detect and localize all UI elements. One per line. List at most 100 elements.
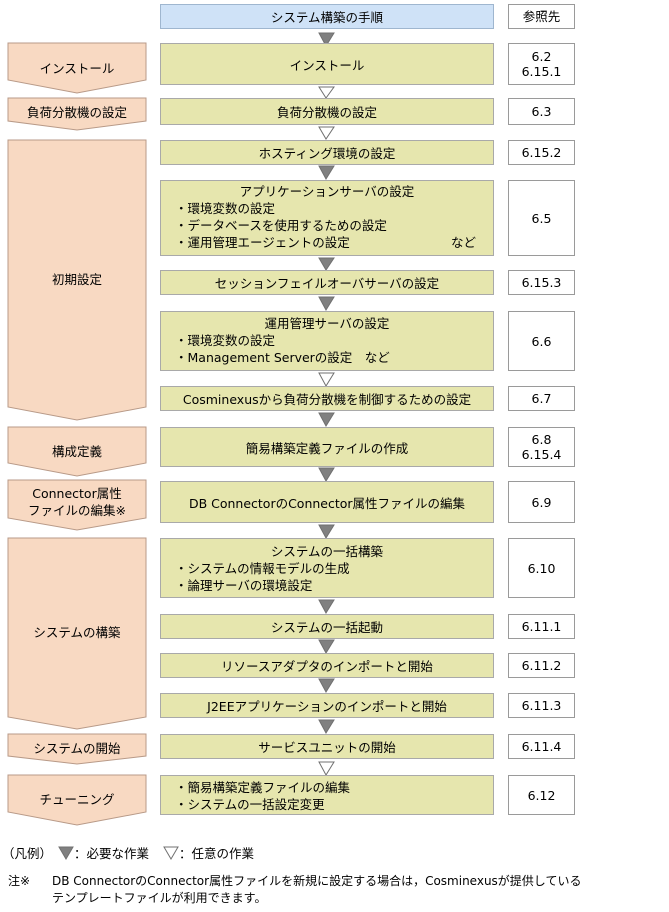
step-install-title: インストール	[289, 57, 365, 73]
phase-install-label: インストール	[8, 52, 146, 82]
phase-init-text: 初期設定	[51, 271, 102, 287]
procedure-title: システム構築の手順	[160, 4, 494, 29]
ref-bulkstart-1: 6.11.1	[521, 619, 562, 634]
arrow-required-11	[318, 599, 335, 615]
step-session: セッションフェイルオーバサーバの設定	[160, 270, 494, 295]
step-cosminexus-lb-title: Cosminexusから負荷分散機を制御するための設定	[182, 392, 472, 407]
step-appserver-bullet-1: ・環境変数の設定	[175, 201, 276, 216]
phase-config-label: 構成定義	[8, 437, 146, 463]
ref-adapter: 6.11.2	[508, 653, 575, 678]
step-lb-title: 負荷分散機の設定	[276, 105, 377, 120]
ref-install-2: 6.15.1	[521, 64, 562, 79]
ref-cosminexus-lb: 6.7	[508, 386, 575, 411]
ref-hosting-1: 6.15.2	[521, 145, 562, 160]
arrow-required-10	[318, 524, 335, 540]
ref-hosting: 6.15.2	[508, 140, 575, 165]
step-bulkbuild-bullet-1: ・システムの情報モデルの生成	[175, 561, 350, 576]
step-install: インストール	[160, 43, 494, 85]
step-serviceunit: サービスユニットの開始	[160, 734, 494, 759]
legend-required-text: ：必要な作業	[74, 846, 150, 861]
phase-connector-text-1: Connector属性	[32, 486, 122, 501]
ref-mgmtserver-1: 6.6	[531, 333, 552, 349]
ref-session: 6.15.3	[508, 270, 575, 295]
ref-adapter-1: 6.11.2	[521, 658, 562, 673]
phase-connector-text-2: ファイルの編集※	[28, 503, 126, 518]
ref-simpledef: 6.8 6.15.4	[508, 427, 575, 467]
arrow-optional-2	[318, 86, 335, 99]
step-bulkbuild: システムの一括構築 ・システムの情報モデルの生成 ・論理サーバの環境設定	[160, 538, 494, 598]
ref-simpledef-2: 6.15.4	[521, 447, 562, 462]
procedure-title-text: システム構築の手順	[270, 10, 384, 25]
ref-simpledef-1: 6.8	[531, 432, 552, 447]
phase-start-shape	[7, 733, 147, 765]
phase-build-shape	[7, 537, 147, 730]
phase-start-label: システムの開始	[8, 735, 146, 759]
phase-config-text: 構成定義	[51, 443, 102, 459]
step-hosting-title: ホスティング環境の設定	[258, 146, 396, 161]
phase-install-shape	[7, 42, 147, 94]
step-bulkstart: システムの一括起動	[160, 614, 494, 639]
step-hosting: ホスティング環境の設定	[160, 140, 494, 165]
ref-cosminexus-lb-1: 6.7	[531, 391, 552, 406]
ref-mgmtserver: 6.6	[508, 311, 575, 371]
ref-serviceunit-1: 6.11.4	[521, 739, 562, 754]
arrow-required-13	[318, 678, 335, 694]
step-bulkbuild-title: システムの一括構築	[270, 544, 384, 559]
ref-dbconnector: 6.9	[508, 481, 575, 523]
phase-config-shape	[7, 426, 147, 477]
step-lb: 負荷分散機の設定	[160, 98, 494, 125]
arrow-required-5	[318, 257, 335, 271]
arrow-optional-7	[318, 372, 335, 388]
phase-init-shape	[7, 139, 147, 421]
arrow-required-12	[318, 639, 335, 655]
step-simpledef-title: 簡易構築定義ファイルの作成	[245, 440, 409, 456]
footnote-line-2: テンプレートファイルが利用できます。	[52, 891, 267, 905]
phase-install-text: インストール	[39, 60, 115, 76]
step-appserver: アプリケーションサーバの設定 ・環境変数の設定 ・データベースを使用するための設…	[160, 180, 494, 256]
step-serviceunit-title: サービスユニットの開始	[258, 740, 396, 755]
arrow-required-9	[318, 467, 335, 483]
step-mgmtserver-bullet-1: ・環境変数の設定	[175, 333, 276, 348]
ref-bulkbuild-1: 6.10	[527, 560, 556, 576]
footnote-line-1: DB ConnectorのConnector属性ファイルを新規に設定する場合は，…	[52, 874, 582, 888]
step-j2ee-title: J2EEアプリケーションのインポートと開始	[207, 699, 447, 714]
step-appserver-trailing: など	[451, 235, 477, 250]
phase-connector-shape	[7, 479, 147, 531]
step-adapter: リソースアダプタのインポートと開始	[160, 653, 494, 678]
ref-session-1: 6.15.3	[521, 275, 562, 290]
ref-bulkstart: 6.11.1	[508, 614, 575, 639]
step-appserver-bullet-3: ・運用管理エージェントの設定	[175, 235, 350, 250]
step-cosminexus-lb: Cosminexusから負荷分散機を制御するための設定	[160, 386, 494, 411]
phase-start-text: システムの開始	[33, 740, 121, 756]
ref-dbconnector-1: 6.9	[531, 494, 552, 510]
step-mgmtserver: 運用管理サーバの設定 ・環境変数の設定 ・Management Serverの設…	[160, 311, 494, 371]
arrow-required-14	[318, 719, 335, 735]
ref-lb-1: 6.3	[531, 104, 552, 119]
phase-lb-shape	[7, 97, 147, 131]
step-mgmtserver-title: 運用管理サーバの設定	[264, 316, 390, 331]
ref-lb: 6.3	[508, 98, 575, 125]
step-appserver-title: アプリケーションサーバの設定	[239, 184, 415, 199]
ref-j2ee: 6.11.3	[508, 693, 575, 718]
step-tuning: ・簡易構築定義ファイルの編集 ・システムの一括設定変更	[160, 775, 494, 815]
step-bulkbuild-bullet-2: ・論理サーバの環境設定	[175, 578, 313, 593]
step-bulkstart-title: システムの一括起動	[270, 620, 384, 635]
arrow-required-4	[318, 165, 335, 181]
phase-build-text: システムの構築	[33, 624, 121, 640]
ref-tuning: 6.12	[508, 775, 575, 815]
step-dbconnector-title: DB ConnectorのConnector属性ファイルの編集	[188, 495, 466, 511]
step-mgmtserver-bullet-2: ・Management Serverの設定 など	[175, 350, 390, 365]
step-simpledef: 簡易構築定義ファイルの作成	[160, 427, 494, 467]
ref-install-1: 6.2	[531, 49, 552, 64]
ref-serviceunit: 6.11.4	[508, 734, 575, 759]
phase-lb-label: 負荷分散機の設定	[8, 99, 146, 123]
phase-init-label: 初期設定	[8, 266, 146, 290]
phase-build-label: システムの構築	[8, 619, 146, 643]
step-tuning-bullet-1: ・簡易構築定義ファイルの編集	[175, 780, 351, 795]
arrow-optional-15	[318, 761, 335, 777]
phase-tuning-shape	[7, 774, 147, 826]
ref-j2ee-1: 6.11.3	[521, 698, 562, 713]
arrow-required-8	[318, 412, 335, 428]
footnote-marker: 注※	[8, 874, 31, 888]
